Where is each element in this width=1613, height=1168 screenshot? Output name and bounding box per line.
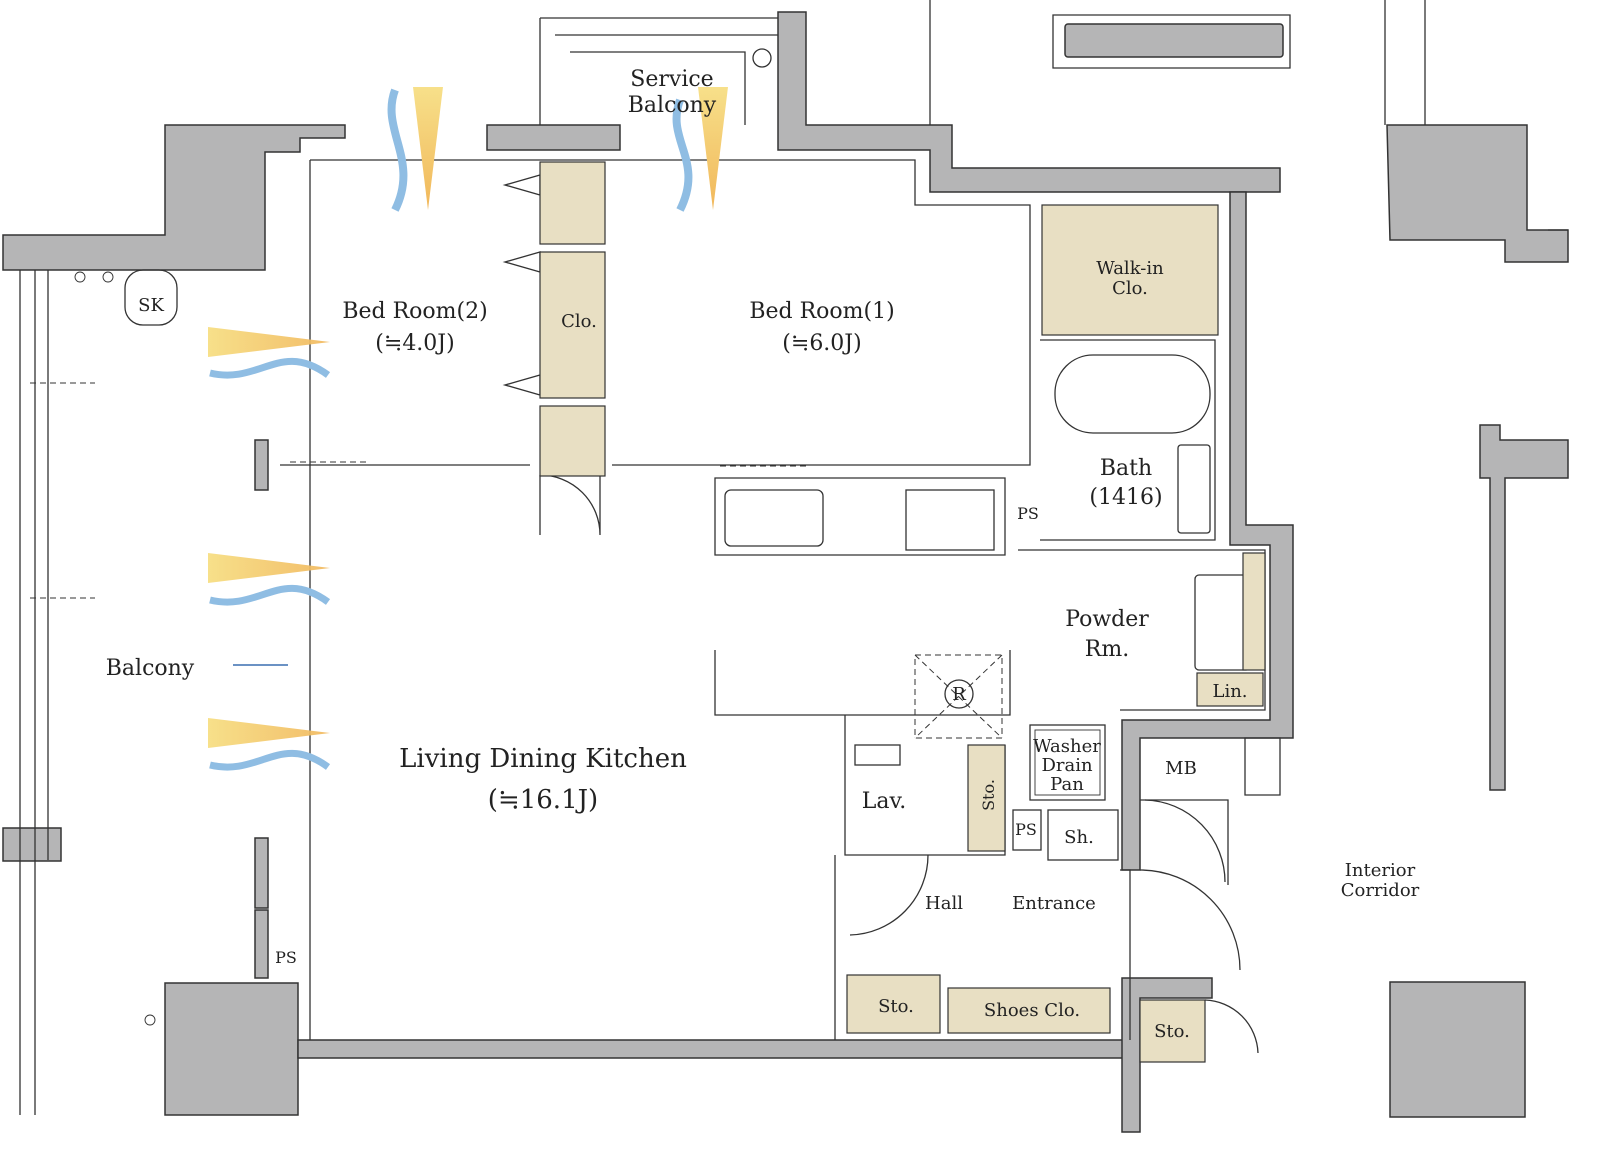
svg-text:Rm.: Rm.: [1085, 637, 1129, 662]
svg-text:Corridor: Corridor: [1341, 880, 1420, 901]
airflow-icon: [672, 98, 693, 212]
ventilation-indicators: [208, 87, 728, 771]
service-balcony-label: Service: [630, 67, 713, 92]
bath-label: Bath: [1100, 456, 1152, 481]
svg-text:Drain: Drain: [1041, 755, 1093, 776]
entrance-label: Entrance: [1012, 893, 1096, 914]
lavatory-label: Lav.: [862, 789, 907, 814]
svg-text:(≒4.0J): (≒4.0J): [375, 331, 454, 356]
ps-label: PS: [1015, 820, 1037, 839]
svg-text:(≒6.0J): (≒6.0J): [782, 331, 861, 356]
range-hood-label: R: [952, 684, 966, 705]
hall-label: Hall: [925, 893, 963, 914]
sink-label: SK: [138, 295, 164, 316]
airflow-icon: [387, 88, 408, 212]
shower-label: Sh.: [1064, 827, 1094, 848]
bed-room-1-label: Bed Room(1): [749, 299, 894, 324]
washer-label: Washer: [1033, 736, 1101, 757]
wind-arrow-icon: [413, 87, 443, 210]
corridor-storage-label: Sto.: [1154, 1021, 1190, 1042]
hall-storage-label: Sto.: [878, 996, 914, 1017]
walk-in-closet-label: Walk-in: [1096, 258, 1164, 279]
room-labels: Service Balcony Bed Room(2) (≒4.0J) Clo.…: [106, 67, 1420, 1042]
bed-room-2-label: Bed Room(2): [342, 299, 487, 324]
svg-text:Pan: Pan: [1050, 774, 1084, 795]
walls: [2, 11, 1569, 1133]
shoes-closet-label: Shoes Clo.: [984, 1000, 1080, 1021]
svg-text:Balcony: Balcony: [628, 93, 717, 118]
powder-room-label: Powder: [1065, 607, 1149, 632]
ldk-label: Living Dining Kitchen: [399, 744, 687, 774]
storage-areas: [539, 161, 1266, 1063]
svg-text:(1416): (1416): [1089, 485, 1162, 510]
lav-storage-label: Sto.: [979, 779, 998, 811]
airflow-icon: [208, 327, 331, 771]
ps-label: PS: [1017, 504, 1039, 523]
interior-corridor-label: Interior: [1345, 860, 1416, 881]
wind-arrow-icon: [698, 87, 728, 210]
meter-box-label: MB: [1165, 758, 1197, 779]
svg-text:(≒16.1J): (≒16.1J): [488, 785, 598, 815]
closet-label: Clo.: [561, 311, 597, 332]
linen-label: Lin.: [1212, 681, 1247, 702]
ps-label: PS: [275, 948, 297, 967]
svg-text:Clo.: Clo.: [1112, 278, 1148, 299]
interior-lines: [19, 0, 1568, 1115]
balcony-label: Balcony: [106, 656, 195, 681]
